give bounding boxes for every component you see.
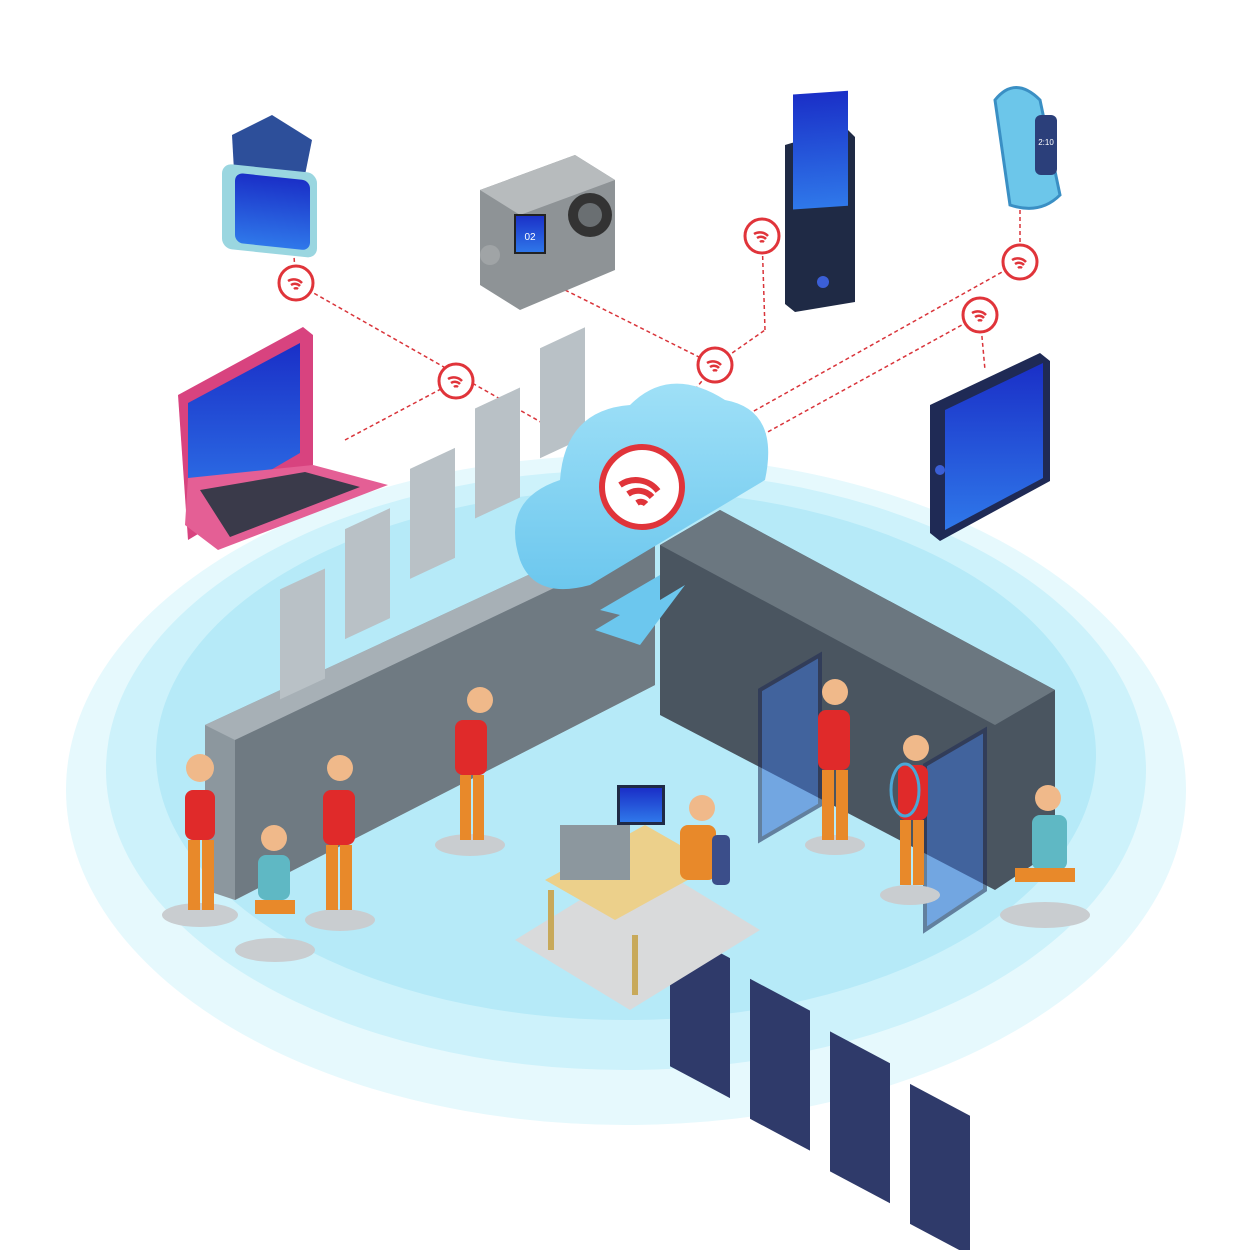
camera-display: 02 [524,232,536,243]
person-icon [1000,785,1090,928]
person-icon [162,754,238,927]
person-icon [680,795,730,885]
action-camera-icon: 02 [480,155,615,310]
wifi-badge-icon [743,217,781,255]
server-row-right [660,510,1055,1250]
workstation-desk [515,785,760,1010]
person-icon [235,825,315,962]
person-icon [305,755,375,931]
wifi-badge-icon [437,362,475,400]
wifi-badge-icon [1001,243,1039,281]
person-icon [880,735,940,905]
tablet-icon [930,353,1050,541]
laptop-icon [178,327,388,550]
wifi-badge-icon [696,346,734,384]
wifi-badge-icon [277,264,315,302]
smartphone-icon [785,90,855,312]
fitness-band-icon: 2:10 [993,86,1062,210]
cloud-wifi-icon [515,383,769,645]
technicians [162,679,1090,962]
smartwatch-icon [222,115,317,258]
wifi-badge-icon [961,296,999,334]
wifi-badges [277,217,1039,400]
band-display: 2:10 [1038,138,1054,147]
person-icon [805,679,865,855]
person-icon [435,687,505,856]
